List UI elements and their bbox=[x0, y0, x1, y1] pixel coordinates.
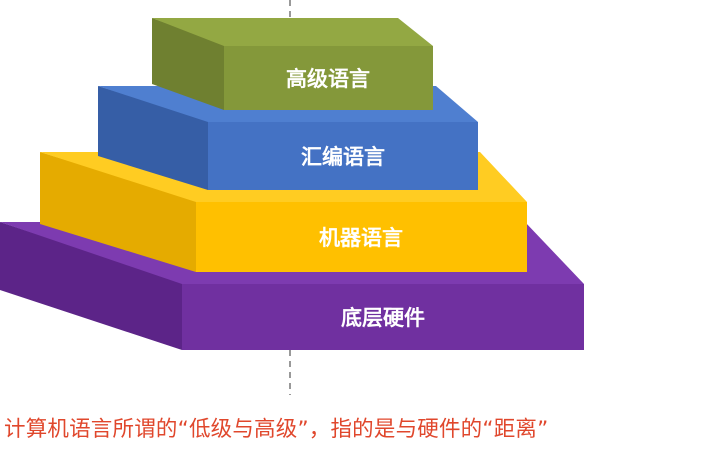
tier-assembly-front bbox=[208, 122, 478, 190]
tier-highlevel-top bbox=[152, 18, 433, 46]
tier-high-level-language: 高级语言 bbox=[152, 18, 433, 110]
tier-assembly-label: 汇编语言 bbox=[301, 145, 385, 169]
tier-machine-front bbox=[196, 202, 527, 272]
tier-highlevel-side bbox=[152, 18, 224, 110]
tier-highlevel-front bbox=[224, 46, 433, 110]
tier-hardware-side bbox=[0, 222, 182, 350]
language-pyramid-diagram: 底层硬件 机器语言 汇编语言 高级语言 bbox=[0, 0, 584, 395]
tier-hardware-front bbox=[182, 284, 584, 350]
tier-machine-label: 机器语言 bbox=[319, 226, 403, 250]
diagram-caption: 计算机语言所谓的“低级与高级”，指的是与硬件的“距离” bbox=[4, 417, 549, 442]
tier-machine-side bbox=[40, 152, 196, 272]
tier-hardware-label: 底层硬件 bbox=[341, 306, 425, 330]
tier-highlevel-label: 高级语言 bbox=[286, 67, 370, 91]
